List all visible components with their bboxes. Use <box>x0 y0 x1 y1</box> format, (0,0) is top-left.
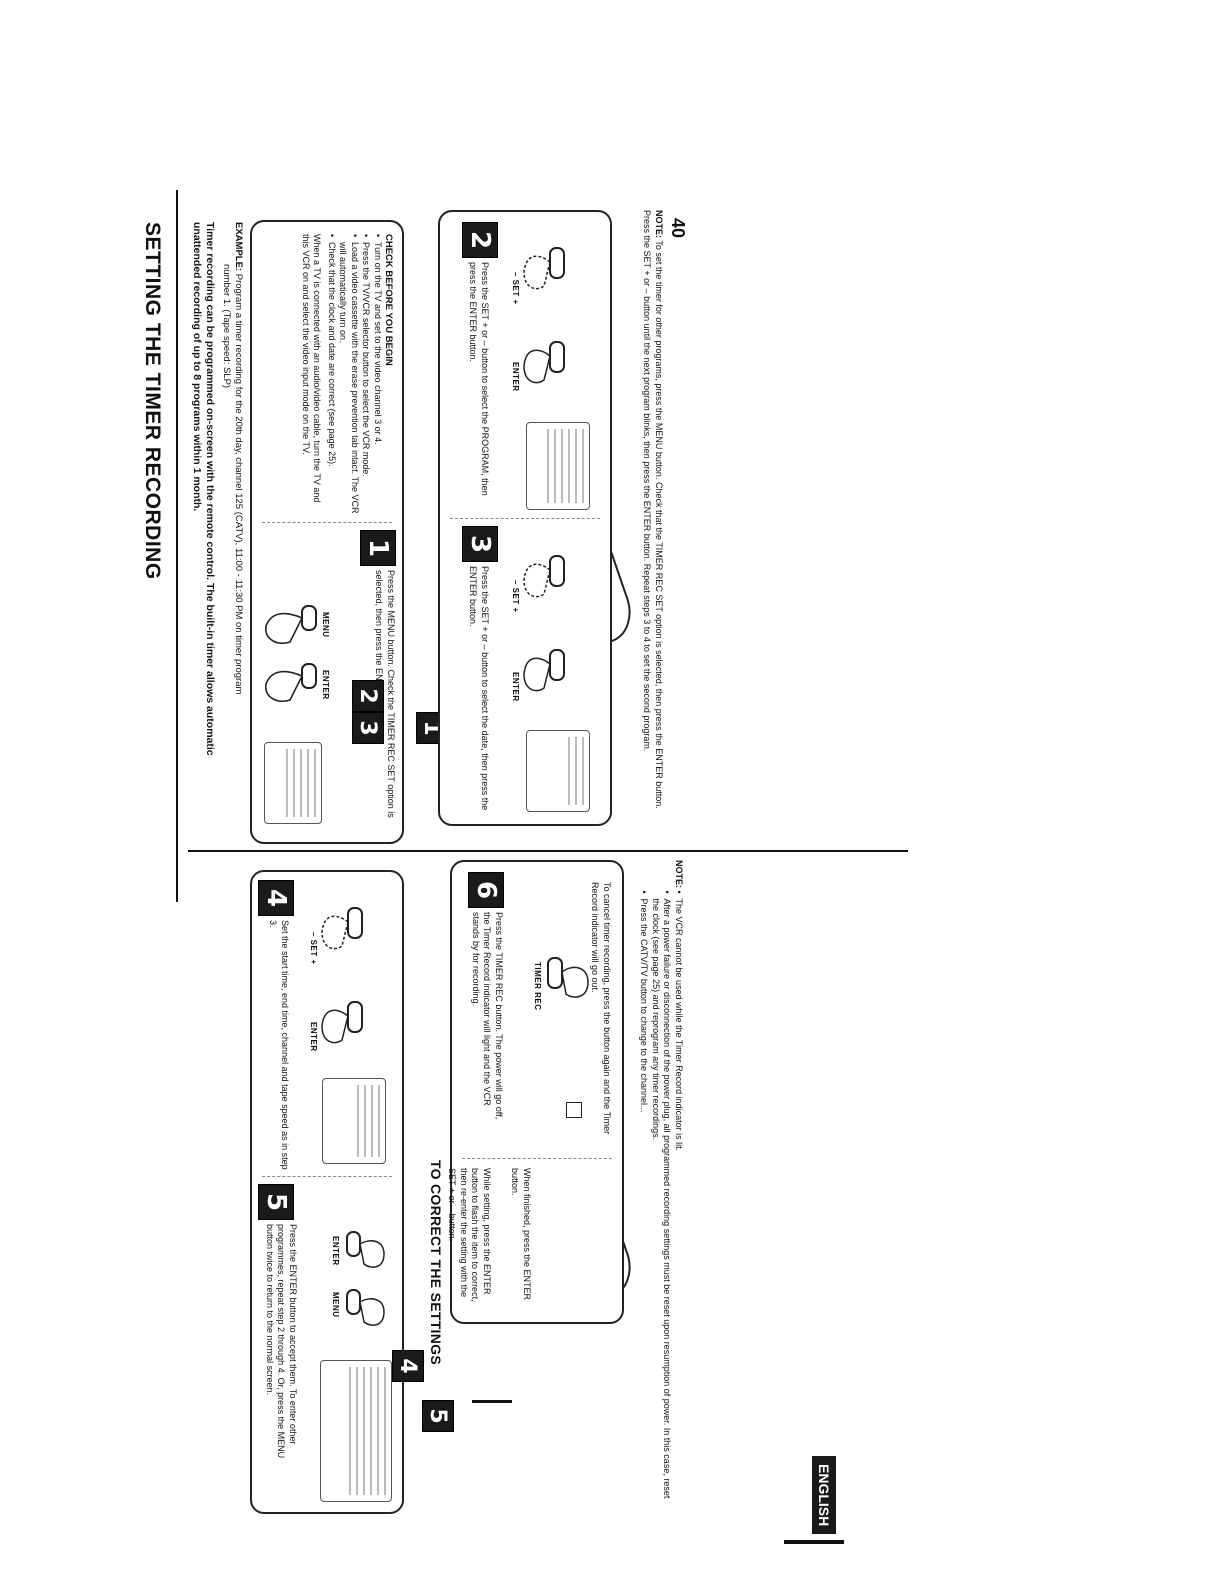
enter-label: ENTER <box>321 670 330 700</box>
callout-5-bottom: 5 <box>422 1400 454 1432</box>
correct-text-2: When finished, press the ENTER button. <box>510 1168 533 1301</box>
panel-step2-step3: 2 Press the SET + or – button to select … <box>438 210 612 826</box>
language-tab: ENGLISH <box>812 1456 836 1535</box>
av-note: When a TV is connected with an audio/vid… <box>301 234 323 503</box>
note-1-text: To set the timer for other programs, pre… <box>642 210 665 809</box>
check-list: Turn on the TV and set to the video chan… <box>326 234 383 514</box>
note-2-label: NOTE: <box>674 860 684 888</box>
divider <box>450 518 600 519</box>
correct-title: TO CORRECT THE SETTINGS <box>428 1160 444 1365</box>
hand-press-icon <box>517 550 570 710</box>
note-1-label: NOTE: <box>654 210 664 238</box>
title-rule <box>176 190 178 902</box>
hand-press-icon <box>517 242 570 402</box>
note-2: NOTE: The VCR cannot be used while the T… <box>638 860 685 1520</box>
panel-check-step1: CHECK BEFORE YOU BEGIN Turn on the TV an… <box>250 220 404 844</box>
step-1-badge: 1 <box>360 530 396 566</box>
note-item: The VCR cannot be used while the Timer R… <box>673 891 684 1511</box>
note-2-list: The VCR cannot be used while the Timer R… <box>638 891 685 1511</box>
panel-step6: 6 Press the TIMER REC button. The power … <box>448 860 624 1324</box>
check-item: Check that the clock and date are correc… <box>326 234 337 514</box>
hand-press-icon <box>539 952 592 1032</box>
callout-3: 3 <box>352 712 384 744</box>
cancel-text: To cancel timer recording, press the but… <box>590 882 613 1135</box>
timer-indicator-icon <box>566 1102 582 1118</box>
scan-mark <box>472 1400 512 1403</box>
example-body-2: number 1. (Tape speed: SLP) <box>221 264 232 389</box>
intro-text: Timer recording can be programmed on-scr… <box>190 222 216 922</box>
note-1: NOTE: To set the timer for other program… <box>641 210 665 830</box>
tab-bar <box>784 1540 844 1544</box>
tv-screen-time <box>322 1078 386 1164</box>
check-block: CHECK BEFORE YOU BEGIN Turn on the TV an… <box>300 234 394 514</box>
step-6-text: Press the TIMER REC button. The power wi… <box>471 912 504 1120</box>
correct-text-1: While setting, press the ENTER button to… <box>447 1168 493 1302</box>
page-title: SETTING THE TIMER RECORDING <box>141 222 164 580</box>
divider <box>262 1176 392 1177</box>
menu-label: MENU <box>321 612 330 638</box>
step-6-badge: 6 <box>468 872 504 908</box>
tv-screen-program-list <box>320 1360 392 1502</box>
check-item: Load a video cassette with the erase pre… <box>337 234 361 514</box>
step-3-badge: 3 <box>462 526 498 562</box>
panel-step4-step5: 4 Set the start time, end time, channel … <box>250 870 404 1514</box>
step-2-badge: 2 <box>462 222 498 258</box>
divider <box>262 522 392 523</box>
page-number: 40 <box>668 218 688 239</box>
check-title: CHECK BEFORE YOU BEGIN <box>383 234 394 366</box>
hand-press-icon <box>257 602 322 712</box>
step-4-text: Set the start time, end time, channel an… <box>268 920 291 1170</box>
divider <box>462 1158 612 1159</box>
note-item: Press the CATV/TV button to change to th… <box>638 891 650 1511</box>
intro-line-2: unattended recording of up to 8 programs… <box>191 222 203 512</box>
step-2-text: Press the SET + or – button to select th… <box>468 262 491 496</box>
callout-2: 2 <box>352 680 384 712</box>
step-4-badge: 4 <box>258 880 294 916</box>
hand-press-icon <box>337 1226 388 1346</box>
example-text: EXAMPLE: Program a timer recording for t… <box>220 222 244 922</box>
check-item: Press the TV/VCR selector button to sele… <box>360 234 372 514</box>
tv-screen-menu <box>264 742 322 824</box>
note-item: After a power failure or disconnection o… <box>650 891 673 1511</box>
center-rule <box>188 850 908 852</box>
tv-screen-program <box>526 422 590 510</box>
tv-screen-date <box>526 730 590 812</box>
step-5-badge: 5 <box>258 1184 294 1220</box>
check-item: Turn on the TV and set to the video chan… <box>372 234 383 514</box>
step-3-text: Press the SET + or – button to select th… <box>468 566 491 811</box>
example-label: EXAMPLE: <box>233 222 244 272</box>
callout-4-bottom: 4 <box>392 1350 424 1382</box>
example-body: Program a timer recording for the 20th d… <box>233 273 244 695</box>
step-5-text: Press the ENTER button to accept them. T… <box>265 1224 298 1459</box>
hand-press-icon <box>315 902 368 1062</box>
intro-line-1: Timer recording can be programmed on-scr… <box>204 222 216 756</box>
